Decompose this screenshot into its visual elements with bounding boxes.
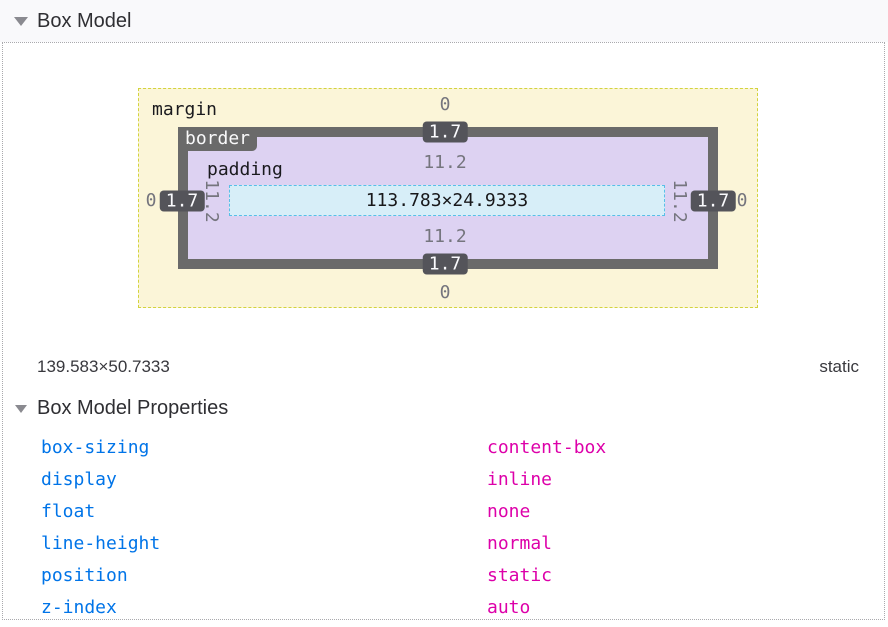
property-row: float none: [41, 495, 881, 527]
property-name: z-index: [41, 596, 117, 618]
margin-region[interactable]: margin border padding 113.783×24.9333 0 …: [138, 88, 758, 308]
box-model-header[interactable]: Box Model: [0, 0, 888, 42]
property-name: line-height: [41, 532, 161, 554]
border-bottom-value[interactable]: 1.7: [422, 253, 468, 275]
element-position: static: [819, 357, 859, 376]
property-name: box-sizing: [41, 436, 150, 458]
margin-left-value[interactable]: 0: [145, 190, 157, 211]
content-region[interactable]: 113.783×24.9333: [229, 185, 665, 216]
margin-right-value[interactable]: 0: [736, 190, 748, 211]
property-row: box-sizing content-box: [41, 431, 881, 463]
padding-label: padding: [207, 159, 283, 180]
margin-top-value[interactable]: 0: [439, 94, 451, 115]
collapse-arrow-icon[interactable]: [14, 16, 28, 26]
padding-right-value[interactable]: 11.2: [669, 179, 690, 223]
properties-list: box-sizing content-box display inline fl…: [41, 431, 881, 623]
element-size: 139.583×50.7333: [37, 357, 170, 376]
padding-bottom-value[interactable]: 11.2: [423, 226, 467, 247]
border-right-value[interactable]: 1.7: [690, 190, 736, 212]
margin-label: margin: [152, 99, 218, 120]
property-row: position static: [41, 559, 881, 591]
border-label: border: [178, 127, 258, 151]
content-size-value[interactable]: 113.783×24.9333: [365, 190, 529, 211]
box-model-section: margin border padding 113.783×24.9333 0 …: [2, 42, 885, 620]
property-value: inline: [487, 468, 553, 490]
property-row: line-height normal: [41, 527, 881, 559]
padding-top-value[interactable]: 11.2: [423, 152, 467, 173]
panel-title: Box Model: [37, 9, 132, 32]
property-value: static: [487, 564, 553, 586]
properties-title: Box Model Properties: [37, 397, 229, 419]
element-summary-row: 139.583×50.7333 static: [37, 357, 859, 377]
margin-bottom-value[interactable]: 0: [439, 282, 451, 303]
box-model-properties-header[interactable]: Box Model Properties: [15, 397, 228, 420]
property-value: auto: [487, 596, 531, 618]
property-value: content-box: [487, 436, 607, 458]
property-value: normal: [487, 532, 553, 554]
property-name: display: [41, 468, 117, 490]
collapse-arrow-icon[interactable]: [15, 404, 27, 413]
border-left-value[interactable]: 1.7: [159, 190, 205, 212]
padding-left-value[interactable]: 11.2: [201, 179, 222, 223]
border-top-value[interactable]: 1.7: [422, 121, 468, 143]
property-name: float: [41, 500, 96, 522]
property-value: none: [487, 500, 531, 522]
property-row: z-index auto: [41, 591, 881, 623]
property-name: position: [41, 564, 128, 586]
property-row: display inline: [41, 463, 881, 495]
